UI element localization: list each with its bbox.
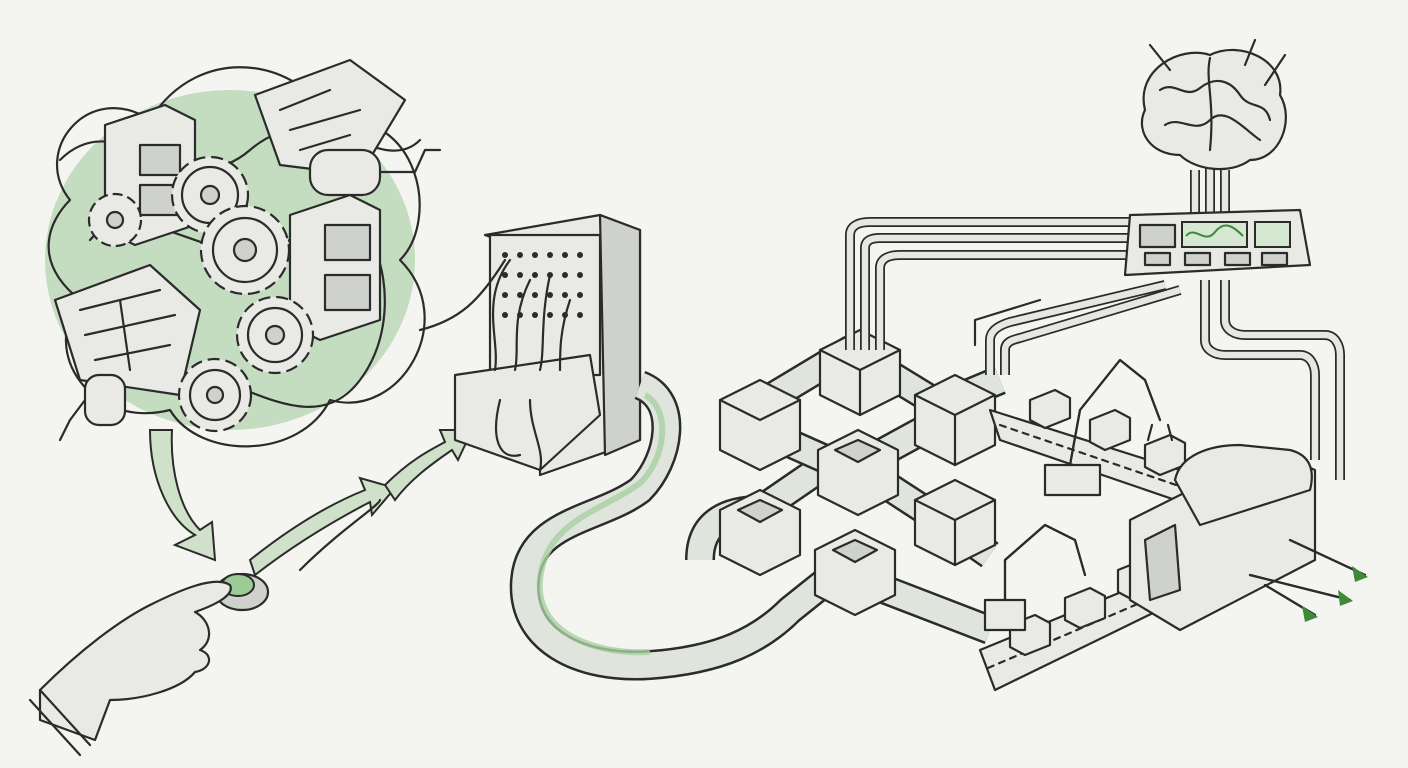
flow-arrows <box>148 429 474 577</box>
junction-boxes <box>718 328 997 617</box>
junction-box <box>813 528 897 617</box>
output-arrows <box>1248 538 1368 622</box>
junction-box <box>913 373 997 467</box>
curved-arrow-down <box>148 429 217 562</box>
gear-icon <box>177 357 253 433</box>
chaotic-machinery-cluster <box>45 58 442 448</box>
package-box <box>1028 388 1072 430</box>
arrow-right <box>248 476 397 577</box>
brain-icon <box>1140 38 1287 171</box>
package-box <box>1063 586 1107 630</box>
junction-box <box>913 478 997 567</box>
robot-arm <box>1043 358 1174 497</box>
robot-arm <box>983 523 1087 632</box>
control-panel <box>1123 208 1312 277</box>
hand-pressing-button <box>28 572 270 757</box>
output-machine <box>1128 443 1368 632</box>
package-box <box>1088 408 1132 452</box>
switchboard-machine <box>418 213 642 477</box>
gear-icon <box>87 192 143 248</box>
junction-box <box>718 378 802 472</box>
brain-control-unit <box>1123 38 1312 277</box>
control-cables <box>845 217 1345 480</box>
gear-icon <box>199 204 291 296</box>
arrow-right <box>383 429 474 502</box>
crank-roller <box>58 148 442 442</box>
junction-box <box>816 428 900 517</box>
paper-sheet <box>53 263 202 397</box>
junction-box <box>718 488 802 577</box>
paper-sheet <box>253 58 407 177</box>
junction-box <box>818 328 902 417</box>
gear-icon <box>235 295 315 375</box>
arrow-right <box>298 498 382 572</box>
